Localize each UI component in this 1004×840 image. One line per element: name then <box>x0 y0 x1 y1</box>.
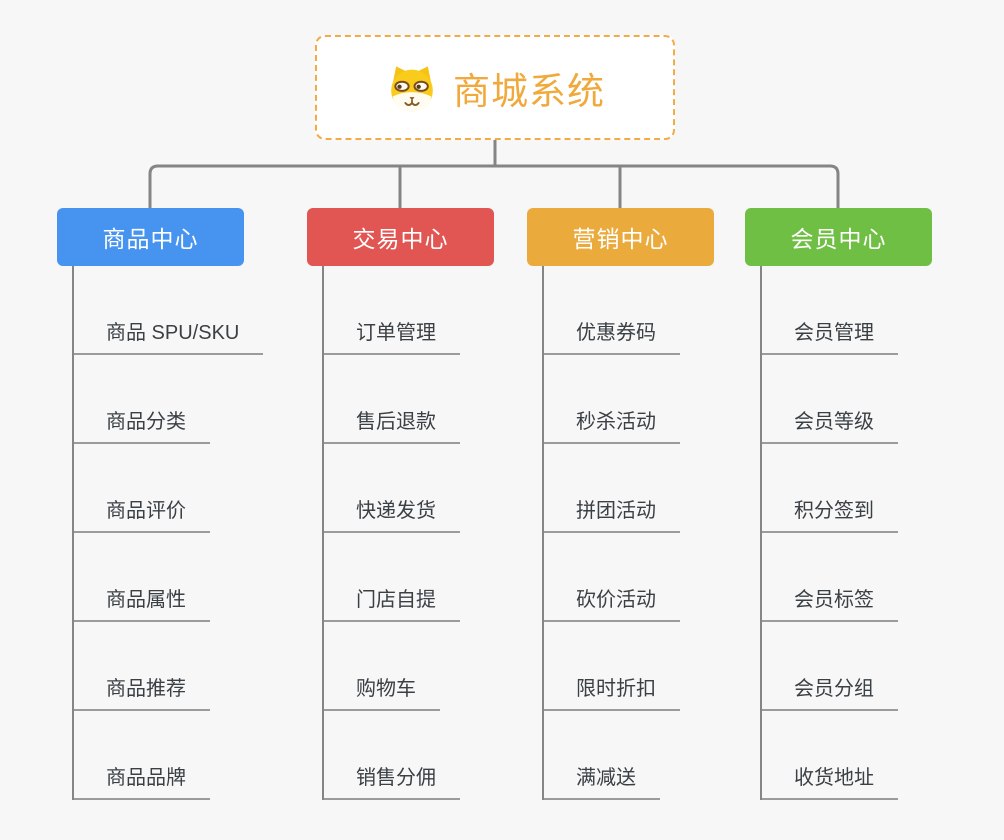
branch-header-trade-center[interactable]: 交易中心 <box>307 208 494 266</box>
child-node[interactable]: 收货地址 <box>760 761 898 800</box>
branch-header-marketing-center[interactable]: 营销中心 <box>527 208 714 266</box>
child-node[interactable]: 优惠券码 <box>542 316 680 355</box>
child-node[interactable]: 门店自提 <box>322 583 460 622</box>
child-node[interactable]: 满减送 <box>542 761 660 800</box>
child-node[interactable]: 会员管理 <box>760 316 898 355</box>
branch-trunk-line <box>322 266 324 800</box>
child-node[interactable]: 商品属性 <box>72 583 210 622</box>
child-node[interactable]: 砍价活动 <box>542 583 680 622</box>
child-node[interactable]: 售后退款 <box>322 405 460 444</box>
branch-trunk-line <box>542 266 544 800</box>
root-node-mall-system[interactable]: 商城系统 <box>315 35 675 140</box>
child-node[interactable]: 商品分类 <box>72 405 210 444</box>
child-node[interactable]: 商品品牌 <box>72 761 210 800</box>
dog-face-icon <box>391 65 433 111</box>
child-node[interactable]: 快递发货 <box>322 494 460 533</box>
branch-trunk-line <box>72 266 74 800</box>
child-node[interactable]: 会员分组 <box>760 672 898 711</box>
branch-trade-center: 交易中心 订单管理 售后退款 快递发货 门店自提 购物车 销售分佣 <box>307 208 537 800</box>
branch-member-center: 会员中心 会员管理 会员等级 积分签到 会员标签 会员分组 收货地址 <box>745 208 975 800</box>
branch-marketing-center: 营销中心 优惠券码 秒杀活动 拼团活动 砍价活动 限时折扣 满减送 <box>527 208 757 800</box>
child-node[interactable]: 拼团活动 <box>542 494 680 533</box>
branch-header-product-center[interactable]: 商品中心 <box>57 208 244 266</box>
child-node[interactable]: 商品 SPU/SKU <box>72 316 264 355</box>
child-node[interactable]: 销售分佣 <box>322 761 460 800</box>
child-node[interactable]: 会员标签 <box>760 583 898 622</box>
child-node[interactable]: 秒杀活动 <box>542 405 680 444</box>
branch-trunk-line <box>760 266 762 800</box>
child-node[interactable]: 积分签到 <box>760 494 898 533</box>
child-node[interactable]: 商品推荐 <box>72 672 210 711</box>
child-node[interactable]: 购物车 <box>322 672 440 711</box>
child-node[interactable]: 会员等级 <box>760 405 898 444</box>
child-node[interactable]: 商品评价 <box>72 494 210 533</box>
child-node[interactable]: 订单管理 <box>322 316 460 355</box>
branch-product-center: 商品中心 商品 SPU/SKU 商品分类 商品评价 商品属性 商品推荐 商品品牌 <box>57 208 287 800</box>
root-title: 商城系统 <box>453 70 605 112</box>
child-node[interactable]: 限时折扣 <box>542 672 680 711</box>
branch-header-member-center[interactable]: 会员中心 <box>745 208 932 266</box>
